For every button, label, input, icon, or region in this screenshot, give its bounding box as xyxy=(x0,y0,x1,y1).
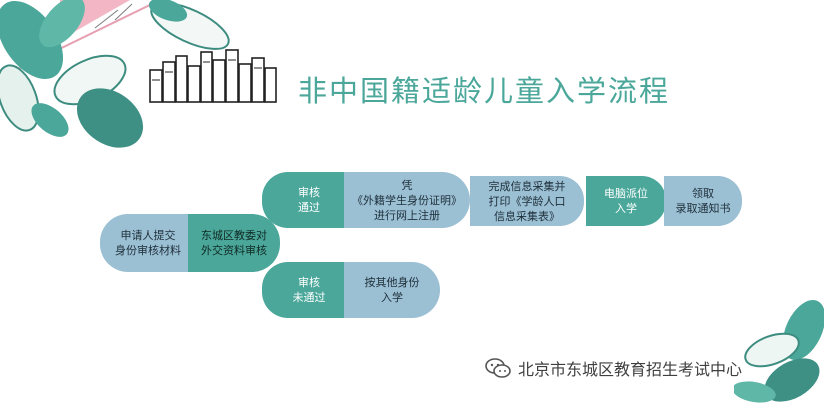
step-online-registration: 凭 《外籍学生身份证明》 进行网上注册 xyxy=(344,172,470,228)
footer-watermark: 北京市东城区教育招生考试中心 xyxy=(484,356,742,380)
step-submit-materials: 申请人提交 身份审核材料 xyxy=(100,214,196,272)
step-review-pass: 审核 通过 xyxy=(262,172,356,228)
step-other-identity: 按其他身份 入学 xyxy=(344,262,440,318)
wechat-icon xyxy=(485,358,511,378)
footer-text: 北京市东城区教育招生考试中心 xyxy=(518,360,743,379)
step-review-materials: 东城区教委对 外交资料审核 xyxy=(188,214,280,272)
leaf-books-decoration xyxy=(0,0,277,148)
step-info-collection: 完成信息采集并 打印《学龄人口 信息采集表》 xyxy=(470,176,584,226)
step-admission-notice: 领取 录取通知书 xyxy=(664,176,742,226)
step-computer-assignment: 电脑派位 入学 xyxy=(586,176,666,226)
step-review-fail: 审核 未通过 xyxy=(262,262,356,318)
page-title: 非中国籍适龄儿童入学流程 xyxy=(298,74,671,108)
leaf-decoration-bottom-right xyxy=(734,300,824,403)
